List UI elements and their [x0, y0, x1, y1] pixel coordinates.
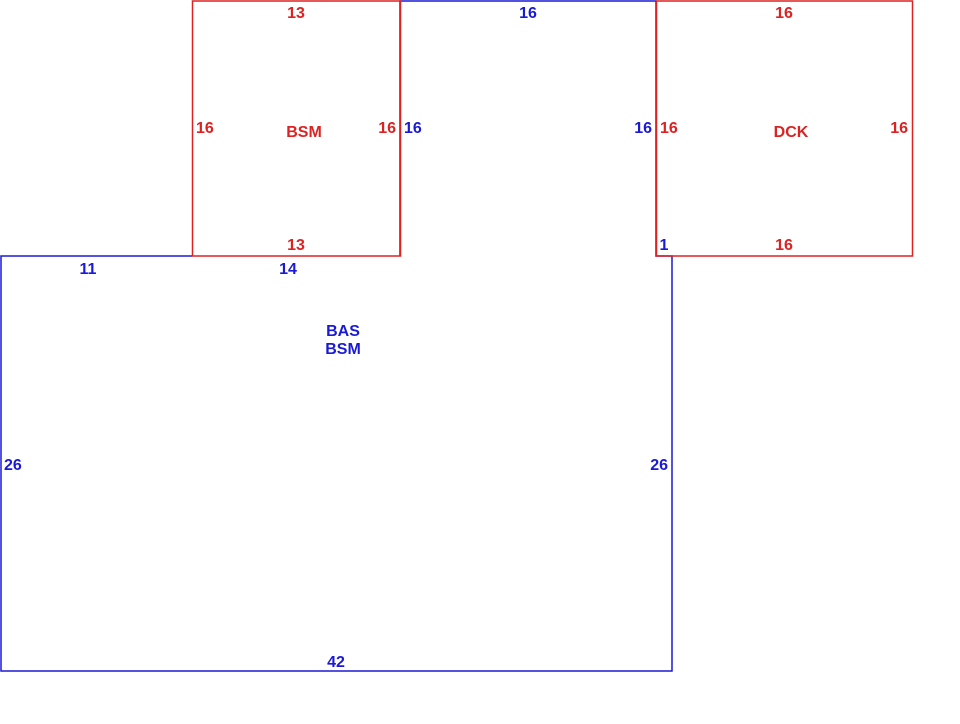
- dck-bottom-dimension: 16: [775, 237, 793, 254]
- bsm-addition-outline: [191, 0, 402, 257]
- dck-left-dimension: 16: [660, 120, 678, 137]
- bsm-top-dimension: 13: [287, 5, 305, 22]
- dck-area-code: DCK: [774, 124, 809, 141]
- main-upper-top-dimension: 16: [519, 5, 537, 22]
- main-bottom-dimension: 42: [327, 654, 345, 671]
- main-jog-dimension: 1: [660, 237, 669, 254]
- main-upper-left-dimension: 16: [404, 120, 422, 137]
- main-top-middle-dimension: 14: [279, 261, 297, 278]
- main-upper-right-dimension: 16: [634, 120, 652, 137]
- dck-top-dimension: 16: [775, 5, 793, 22]
- bsm-bottom-dimension: 13: [287, 237, 305, 254]
- bsm-left-dimension: 16: [196, 120, 214, 137]
- dck-addition-outline: [655, 0, 914, 257]
- main-left-dimension: 26: [4, 457, 22, 474]
- main-area-secondary-code: BSM: [325, 341, 361, 358]
- bsm-area-code: BSM: [286, 124, 322, 141]
- main-top-left-dimension: 11: [80, 261, 97, 278]
- main-right-dimension: 26: [650, 457, 668, 474]
- dck-right-dimension: 16: [890, 120, 908, 137]
- bsm-right-dimension: 16: [378, 120, 396, 137]
- main-area-code: BAS: [326, 323, 360, 340]
